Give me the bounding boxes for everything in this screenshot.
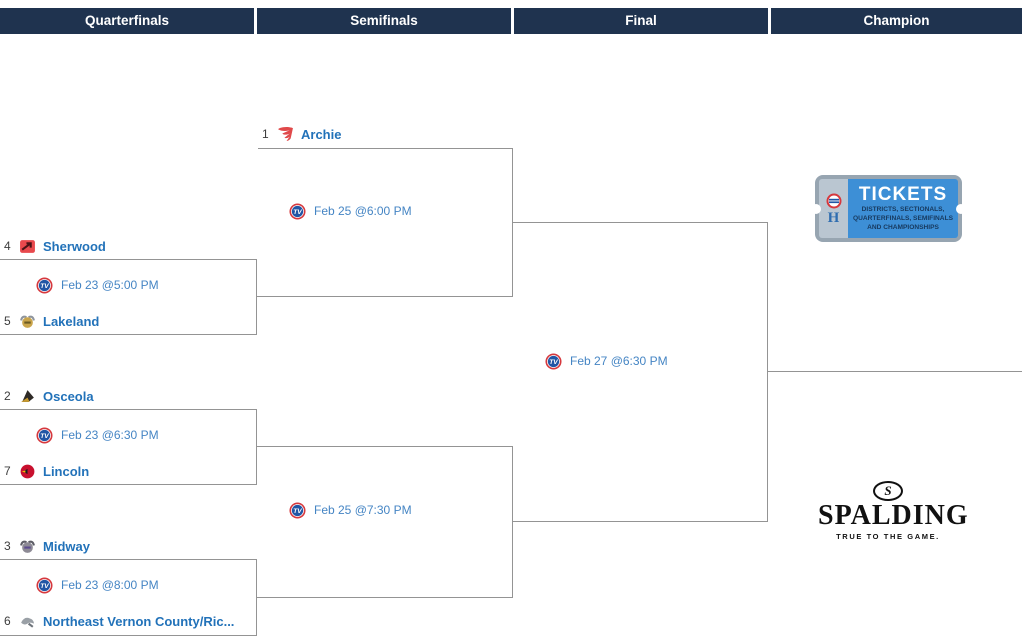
svg-text:TV: TV <box>40 282 49 289</box>
game-time-final[interactable]: TV Feb 27 @6:30 PM <box>545 352 668 370</box>
bracket-line <box>258 148 512 149</box>
svg-text:TV: TV <box>549 358 558 365</box>
bracket-line <box>256 296 513 297</box>
spalding-logo[interactable]: S SPALDING TRUE TO THE GAME. <box>818 481 969 541</box>
team-link-sherwood[interactable]: Sherwood <box>43 238 106 254</box>
game-time-qf2[interactable]: TV Feb 23 @6:30 PM <box>36 426 159 444</box>
tv-icon: TV <box>545 352 562 370</box>
tickets-subtitle-line3: AND CHAMPIONSHIPS <box>867 224 939 232</box>
bracket-line <box>767 222 768 522</box>
round-header-champion: Champion <box>771 8 1022 34</box>
tickets-subtitle-line2: QUARTERFINALS, SEMIFINALS <box>852 214 953 222</box>
ticket-body: H TICKETS DISTRICTS, SECTIONALS, QUARTER… <box>819 179 958 238</box>
bracket-line <box>767 371 1022 372</box>
bracket-line <box>0 409 257 410</box>
team-row: 2 Osceola <box>4 387 94 405</box>
hometown-h-mark: H <box>827 209 840 226</box>
svg-text:TV: TV <box>293 208 302 215</box>
sherwood-logo-icon <box>19 238 36 255</box>
ticket-logo-strip: H <box>819 179 848 238</box>
team-link-midway[interactable]: Midway <box>43 538 90 554</box>
round-header-final: Final <box>514 8 768 34</box>
game-time-label[interactable]: Feb 23 @6:30 PM <box>61 428 159 442</box>
team-link-nevc[interactable]: Northeast Vernon County/Ric... <box>43 613 235 629</box>
team-row: 6 Northeast Vernon County/Ric... <box>4 612 234 630</box>
midway-logo-icon <box>19 538 36 555</box>
spalding-wordmark: SPALDING <box>818 500 969 531</box>
game-time-label[interactable]: Feb 25 @6:00 PM <box>314 204 412 218</box>
bracket-line <box>0 635 257 636</box>
tickets-badge[interactable]: H TICKETS DISTRICTS, SECTIONALS, QUARTER… <box>811 175 966 242</box>
tickets-title: TICKETS <box>858 183 948 205</box>
team-link-lakeland[interactable]: Lakeland <box>43 313 100 329</box>
game-time-qf1[interactable]: TV Feb 23 @5:00 PM <box>36 276 159 294</box>
bracket-line <box>256 446 513 447</box>
team-row: 5 Lakeland <box>4 312 99 330</box>
bracket-line <box>0 259 257 260</box>
bracket-line <box>512 222 768 223</box>
bracket-line <box>0 559 257 560</box>
team-link-archie[interactable]: Archie <box>301 126 342 142</box>
game-time-label[interactable]: Feb 27 @6:30 PM <box>570 354 668 368</box>
round-header-quarterfinals: Quarterfinals <box>0 8 254 34</box>
northeast-vernon-logo-icon <box>19 613 36 630</box>
bracket-line <box>256 409 257 485</box>
bracket-line <box>256 559 257 636</box>
bracket-line <box>0 334 257 335</box>
tickets-subtitle-line1: DISTRICTS, SECTIONALS, <box>861 205 945 213</box>
tv-icon: TV <box>289 202 306 220</box>
bracket-line <box>512 521 768 522</box>
tv-icon: TV <box>36 276 53 294</box>
ticket-text-area: TICKETS DISTRICTS, SECTIONALS, QUARTERFI… <box>848 179 958 238</box>
game-time-sf1[interactable]: TV Feb 25 @6:00 PM <box>289 202 412 220</box>
mshsaa-logo-icon <box>826 193 842 209</box>
lincoln-logo-icon <box>19 463 36 480</box>
team-link-osceola[interactable]: Osceola <box>43 388 94 404</box>
ticket-notch <box>956 203 966 214</box>
seed-label: 7 <box>4 464 11 478</box>
round-header-semifinals: Semifinals <box>257 8 511 34</box>
lakeland-logo-icon <box>19 313 36 330</box>
game-time-label[interactable]: Feb 23 @5:00 PM <box>61 278 159 292</box>
archie-logo-icon <box>277 126 294 143</box>
seed-label: 1 <box>262 127 269 141</box>
svg-text:TV: TV <box>40 432 49 439</box>
team-row: 1 Archie <box>262 125 341 143</box>
seed-label: 5 <box>4 314 11 328</box>
tv-icon: TV <box>289 501 306 519</box>
osceola-logo-icon <box>19 388 36 405</box>
spalding-s-mark-icon: S <box>873 481 903 501</box>
game-time-label[interactable]: Feb 25 @7:30 PM <box>314 503 412 517</box>
svg-text:TV: TV <box>40 582 49 589</box>
bracket-line <box>256 259 257 335</box>
seed-label: 2 <box>4 389 11 403</box>
team-row: 3 Midway <box>4 537 90 555</box>
seed-label: 4 <box>4 239 11 253</box>
team-row: 7 Lincoln <box>4 462 89 480</box>
svg-text:TV: TV <box>293 507 302 514</box>
bracket-line <box>256 597 513 598</box>
game-time-qf3[interactable]: TV Feb 23 @8:00 PM <box>36 576 159 594</box>
bracket-line <box>512 148 513 297</box>
game-time-label[interactable]: Feb 23 @8:00 PM <box>61 578 159 592</box>
tv-icon: TV <box>36 576 53 594</box>
spalding-tagline: TRUE TO THE GAME. <box>836 532 940 541</box>
bracket-line <box>512 446 513 598</box>
team-row: 4 Sherwood <box>4 237 106 255</box>
ticket-notch <box>811 203 821 214</box>
bracket-line <box>0 484 257 485</box>
tv-icon: TV <box>36 426 53 444</box>
seed-label: 6 <box>4 614 11 628</box>
team-link-lincoln[interactable]: Lincoln <box>43 463 90 479</box>
game-time-sf2[interactable]: TV Feb 25 @7:30 PM <box>289 501 412 519</box>
seed-label: 3 <box>4 539 11 553</box>
